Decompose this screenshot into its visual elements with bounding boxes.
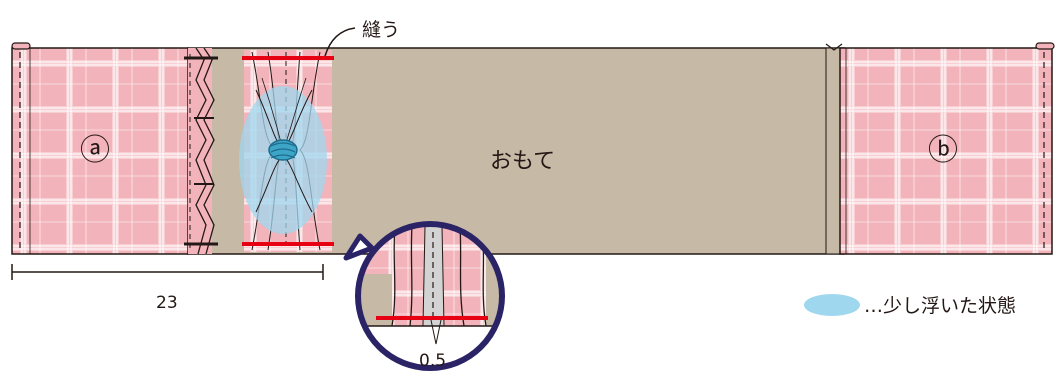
pleat-fold	[184, 47, 218, 255]
part-a-label: ⓐ	[80, 133, 110, 168]
seam-allowance-label: 0.5	[419, 351, 446, 371]
right-side-label: おもて	[490, 149, 555, 174]
gather-bow	[255, 77, 313, 213]
panel-b	[825, 42, 1055, 255]
stitch-label: 縫う	[362, 19, 400, 41]
panel-a	[11, 42, 189, 255]
dimension-label: 23	[156, 293, 178, 313]
stitch-callout-line	[324, 27, 356, 57]
part-b-label: ⓑ	[928, 133, 958, 168]
legend-swatch	[804, 294, 860, 316]
legend-text: …少し浮いた状態	[864, 295, 1016, 317]
dimension-23	[11, 264, 324, 280]
